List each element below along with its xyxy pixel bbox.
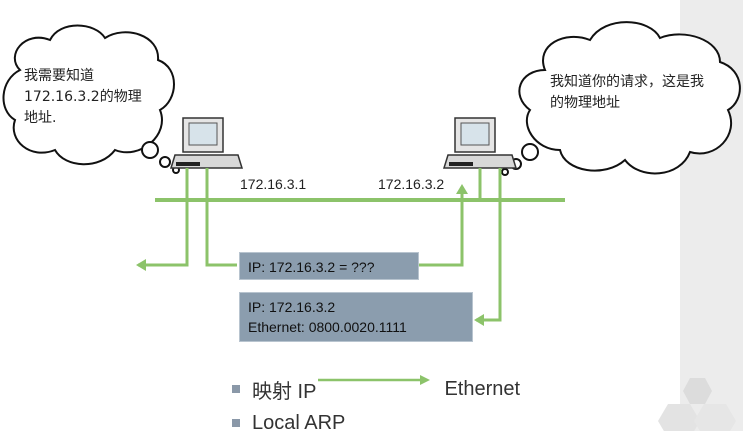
arp-reply-box: IP: 172.16.3.2 Ethernet: 0800.0020.1111 bbox=[239, 292, 473, 342]
bullet-local-arp-text: Local ARP bbox=[252, 411, 346, 434]
left-cloud-line: 我需要知道 bbox=[24, 68, 94, 84]
thought-bubble bbox=[501, 168, 509, 176]
request-to-host-path bbox=[418, 190, 464, 267]
diagram-canvas bbox=[2, 21, 741, 431]
left-computer-icon bbox=[169, 117, 244, 169]
arrow-head-icon bbox=[456, 184, 468, 194]
arrow-head-icon bbox=[136, 259, 146, 271]
bullet-square-icon bbox=[232, 385, 240, 393]
right-cloud-text: 我知道你的请求，这是我 的物理地址 bbox=[550, 72, 740, 114]
bullet-item-local-arp: Local ARP bbox=[232, 406, 520, 440]
arp-request-box: IP: 172.16.3.2 = ??? bbox=[239, 252, 419, 280]
hexagon-decoration bbox=[694, 404, 736, 431]
bullet-item-mapping: 映射 IP Ethernet bbox=[232, 372, 520, 406]
request-path bbox=[205, 200, 237, 267]
arp-reply-ip: IP: 172.16.3.2 bbox=[248, 299, 336, 315]
left-host-ip: 172.16.3.1 bbox=[240, 176, 307, 192]
thought-bubble bbox=[159, 156, 171, 168]
right-cloud-line: 我知道你的请求，这是我 bbox=[550, 74, 704, 90]
bullet-mapping-suffix: Ethernet bbox=[444, 377, 521, 400]
hexagon-decoration bbox=[683, 378, 712, 404]
arrow-head-icon bbox=[474, 314, 484, 326]
thought-bubble bbox=[141, 141, 159, 159]
arrow-head-icon bbox=[420, 375, 430, 385]
right-thought-cloud bbox=[501, 21, 741, 176]
arp-request-text: IP: 172.16.3.2 = ??? bbox=[248, 259, 375, 275]
left-cloud-line: 地址. bbox=[24, 110, 57, 126]
hexagon-decoration bbox=[658, 404, 700, 431]
left-cloud-text: 我需要知道 172.16.3.2的物理 地址. bbox=[24, 66, 164, 129]
bullet-mapping-prefix: 映射 IP bbox=[252, 380, 317, 403]
bullet-square-icon bbox=[232, 419, 240, 427]
broadcast-path bbox=[138, 168, 189, 267]
left-cloud-line: 172.16.3.2的物理 bbox=[24, 89, 142, 105]
thought-bubble bbox=[521, 143, 539, 161]
arp-reply-mac: Ethernet: 0800.0020.1111 bbox=[248, 319, 407, 335]
right-cloud-line: 的物理地址 bbox=[550, 95, 620, 111]
right-host-ip: 172.16.3.2 bbox=[378, 176, 445, 192]
right-computer-icon bbox=[442, 117, 518, 169]
bullet-list: 映射 IP Ethernet Local ARP bbox=[232, 372, 520, 440]
